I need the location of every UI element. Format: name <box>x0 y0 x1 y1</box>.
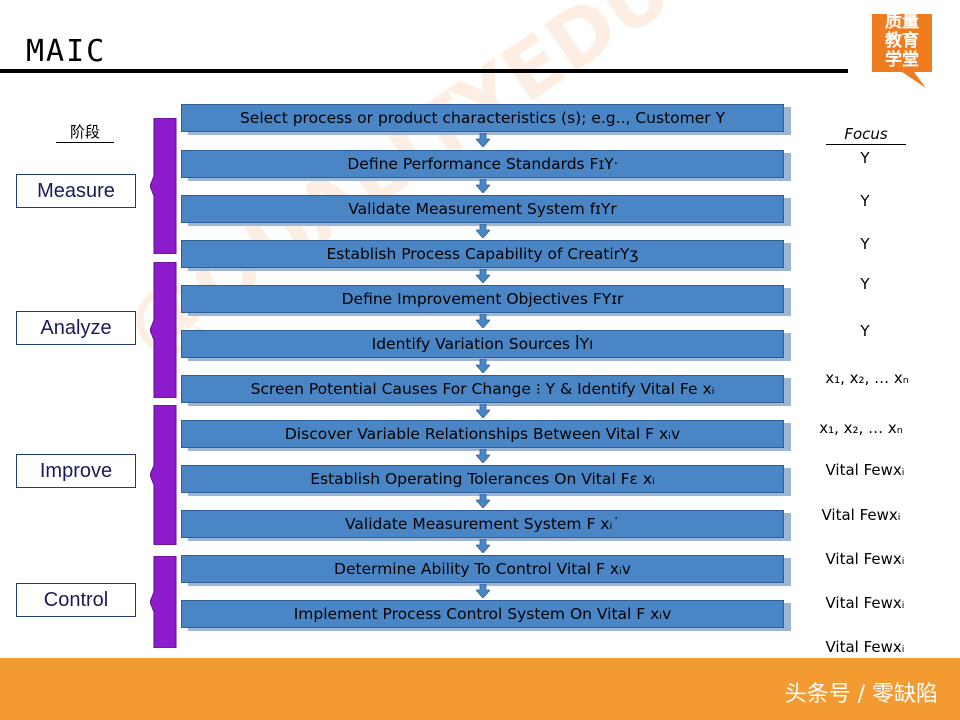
focus-header: Focus <box>826 124 906 145</box>
focus-value: Vital Fewxᵢ <box>825 638 905 656</box>
focus-value: Vital Fewxᵢ <box>825 594 905 612</box>
step-label: Determine Ability To Control Vital F xᵢv <box>334 560 631 578</box>
focus-value: x₁, x₂, … xₙ <box>819 419 903 437</box>
step-box: Define Improvement Objectives FYɪr <box>181 285 784 313</box>
phase-measure: Measure <box>16 174 136 208</box>
logo-badge-icon <box>872 14 932 88</box>
down-arrow-icon <box>476 539 490 553</box>
down-arrow-icon <box>476 584 490 598</box>
step-label: Select process or product characteristic… <box>239 109 726 127</box>
analyze-bracket <box>150 262 177 398</box>
phase-control-label: Control <box>43 588 109 611</box>
focus-value: Y <box>860 192 870 210</box>
title-underline <box>0 69 848 73</box>
step-label: Discover Variable Relationships Between … <box>284 425 681 443</box>
down-arrow-icon <box>476 449 490 463</box>
page-title: MAIC <box>26 34 107 69</box>
down-arrow-icon <box>476 314 490 328</box>
down-arrow-icon <box>476 269 490 283</box>
focus-value: x₁, x₂, … xₙ <box>825 369 909 387</box>
down-arrow-icon <box>476 224 490 238</box>
step-box: Establish Operating Tolerances On Vital … <box>181 465 784 493</box>
phase-improve-label: Improve <box>39 459 113 482</box>
logo-line-2: 教育 <box>885 30 919 51</box>
phase-improve: Improve <box>16 454 136 488</box>
step-label: Screen Potential Causes For Change ⁝ Y &… <box>250 380 715 398</box>
control-bracket <box>150 556 177 648</box>
footer-bar <box>0 658 960 720</box>
focus-value: Y <box>860 275 870 293</box>
focus-value: Y <box>860 322 870 340</box>
step-label: Identify Variation Sources ꟾYı <box>371 335 594 353</box>
step-box: Identify Variation Sources ꟾYı <box>181 330 784 358</box>
step-box: Establish Process Capability of CreatirY… <box>181 240 784 268</box>
phase-analyze: Analyze <box>16 311 136 345</box>
brand-logo: 质量 教育 学堂 <box>866 10 938 90</box>
down-arrow-icon <box>476 494 490 508</box>
stage-header: 阶段 <box>56 122 114 143</box>
step-label: Establish Process Capability of CreatirY… <box>326 245 639 263</box>
step-box: Screen Potential Causes For Change ⁝ Y &… <box>181 375 784 403</box>
step-box: Implement Process Control System On Vita… <box>181 600 784 628</box>
step-label: Define Performance Standards FɪYᐧ <box>347 155 618 173</box>
improve-bracket <box>150 405 177 545</box>
footer-credit: 头条号 / 零缺陷 <box>784 682 938 707</box>
logo-line-3: 学堂 <box>885 49 919 70</box>
focus-value: Y <box>860 235 870 253</box>
step-box: Define Performance Standards FɪYᐧ <box>181 150 784 178</box>
down-arrow-icon <box>476 133 490 147</box>
watermark: @QUALITYEDU <box>110 0 688 375</box>
step-box: Validate Measurement System fɪYr <box>181 195 784 223</box>
down-arrow-icon <box>476 359 490 373</box>
logo-text: 质量 教育 学堂 <box>866 10 938 72</box>
focus-value: Vital Fewxᵢ <box>821 506 901 524</box>
step-label: Validate Measurement System F xᵢ˙ <box>345 515 620 533</box>
measure-bracket <box>150 118 177 254</box>
focus-value: Vital Fewxᵢ <box>825 550 905 568</box>
step-label: Validate Measurement System fɪYr <box>348 200 617 218</box>
logo-line-1: 质量 <box>885 11 919 32</box>
step-box: Determine Ability To Control Vital F xᵢv <box>181 555 784 583</box>
focus-value: Vital Fewxᵢ <box>825 461 905 479</box>
down-arrow-icon <box>476 404 490 418</box>
phase-measure-label: Measure <box>37 179 115 202</box>
step-box: Discover Variable Relationships Between … <box>181 420 784 448</box>
step-label: Define Improvement Objectives FYɪr <box>341 290 624 308</box>
step-box: Select process or product characteristic… <box>181 104 784 132</box>
down-arrow-icon <box>476 179 490 193</box>
step-label: Establish Operating Tolerances On Vital … <box>310 470 655 488</box>
step-box: Validate Measurement System F xᵢ˙ <box>181 510 784 538</box>
step-label: Implement Process Control System On Vita… <box>293 605 672 623</box>
phase-control: Control <box>16 583 136 617</box>
phase-analyze-label: Analyze <box>40 316 112 339</box>
focus-value: Y <box>860 149 870 167</box>
